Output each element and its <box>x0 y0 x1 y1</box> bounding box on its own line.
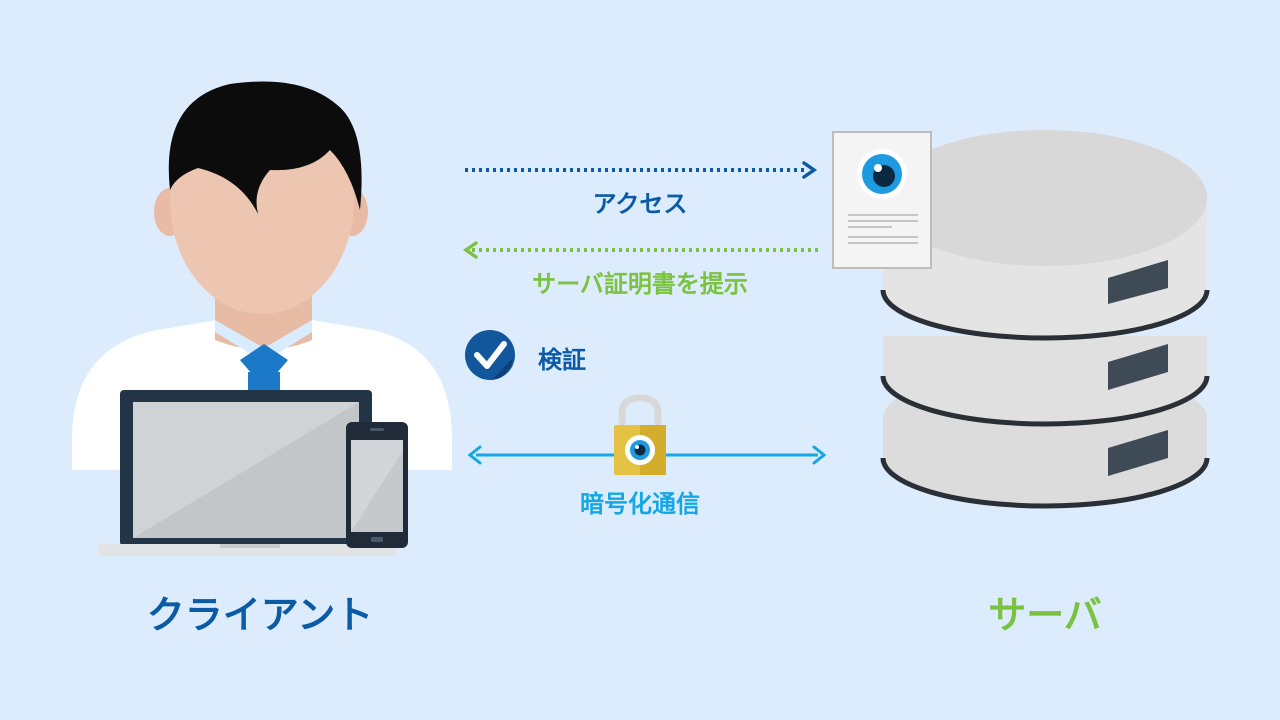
certificate-label: サーバ証明書を提示 <box>532 270 748 298</box>
lock-icon <box>614 394 666 475</box>
verify-label: 検証 <box>538 346 586 374</box>
encrypted-label: 暗号化通信 <box>580 490 700 518</box>
access-label: アクセス <box>592 190 688 218</box>
smartphone-icon <box>346 422 408 548</box>
access-arrow <box>465 161 818 179</box>
certificate-arrow <box>462 241 818 259</box>
client-label: クライアント <box>146 593 374 637</box>
check-icon <box>465 330 515 380</box>
certificate-icon <box>832 131 932 269</box>
server-icon <box>880 130 1210 509</box>
laptop-icon <box>98 390 396 556</box>
server-label: サーバ <box>988 593 1102 637</box>
